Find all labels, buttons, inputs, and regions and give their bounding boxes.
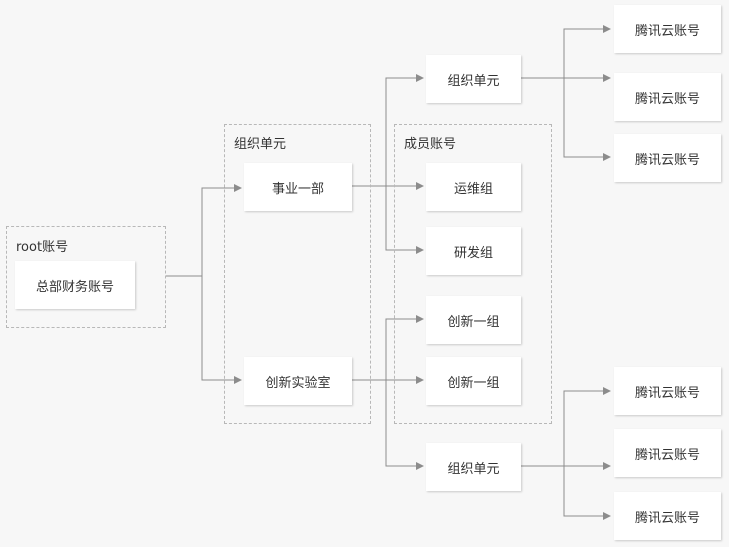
node-ops-group[interactable]: 运维组 [426, 163, 521, 211]
edge-lab-to-innov-a [385, 315, 424, 380]
org-unit-label: 组织单元 [234, 137, 287, 152]
edge-org-bottom-to-cloud-6 [563, 466, 611, 520]
node-tencent-cloud-account-3[interactable]: 腾讯云账号 [614, 134, 721, 182]
edge-org-top-to-cloud-3 [563, 78, 611, 161]
edge-org-bottom-to-cloud-4 [563, 387, 611, 466]
root-account-group [6, 226, 166, 328]
edge-dept1-to-org-top [385, 74, 424, 186]
node-tencent-cloud-account-2[interactable]: 腾讯云账号 [614, 73, 721, 121]
org-unit-group [224, 124, 371, 424]
edge-hq-to-lab [201, 276, 242, 384]
node-rnd-group[interactable]: 研发组 [426, 227, 521, 275]
node-tencent-cloud-account-6[interactable]: 腾讯云账号 [614, 492, 721, 540]
node-innovation-group-a[interactable]: 创新一组 [426, 296, 521, 344]
node-innovation-group-b[interactable]: 创新一组 [426, 357, 521, 405]
edge-lab-to-org-bottom [385, 380, 424, 470]
edge-org-top-to-cloud-1 [563, 25, 611, 78]
node-org-unit-top[interactable]: 组织单元 [426, 55, 521, 103]
node-org-unit-bottom[interactable]: 组织单元 [426, 443, 521, 491]
root-account-label: root账号 [16, 240, 69, 255]
member-account-label: 成员账号 [404, 137, 457, 152]
node-tencent-cloud-account-4[interactable]: 腾讯云账号 [614, 367, 721, 415]
member-account-group [394, 124, 552, 424]
node-tencent-cloud-account-5[interactable]: 腾讯云账号 [614, 429, 721, 477]
node-tencent-cloud-account-1[interactable]: 腾讯云账号 [614, 5, 721, 53]
node-business-dept-1[interactable]: 事业一部 [244, 163, 352, 211]
edge-hq-to-dept1 [165, 184, 242, 277]
node-innovation-lab[interactable]: 创新实验室 [244, 357, 352, 405]
node-hq-finance-account[interactable]: 总部财务账号 [15, 261, 135, 309]
edge-dept1-to-rnd [385, 186, 424, 254]
